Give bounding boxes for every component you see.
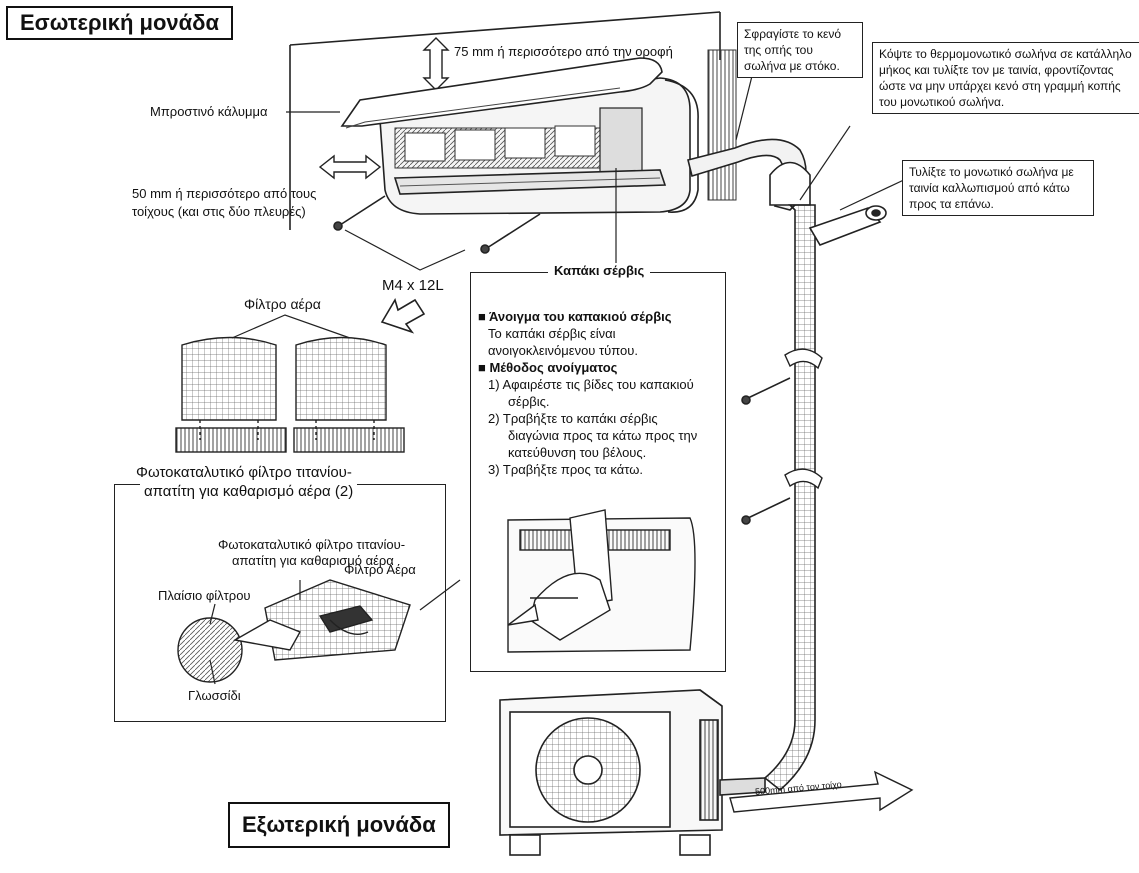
indoor-unit-title: Εσωτερική μονάδα: [6, 6, 234, 40]
service-cover-instructions: ■ Άνοιγμα του καπακιού σέρβις Το καπάκι …: [478, 308, 718, 478]
air-filter-label: Φίλτρο αέρα: [244, 296, 321, 312]
seal-hole-note: Σφραγίστε το κενό της οπής του σωλήνα με…: [737, 22, 863, 78]
leader-lines: [286, 75, 909, 264]
open-cover-header: ■ Άνοιγμα του καπακιού σέρβις: [478, 309, 672, 324]
air-filter-arrow: [380, 298, 426, 334]
outdoor-unit-title: Εξωτερική μονάδα: [228, 802, 450, 848]
filter-frame-label: Πλαίσιο φίλτρου: [158, 588, 251, 603]
wrap-tape-note: Τυλίξτε το μονωτικό σωλήνα με ταινία καλ…: [902, 160, 1094, 216]
screw-size-label: M4 x 12L: [382, 277, 444, 294]
filter-air-filter-label: Φίλτρο Αέρα: [344, 562, 416, 577]
filter-panel-title-1: Φωτοκαταλυτικό φίλτρο τιτανίου-: [132, 463, 356, 482]
filter-inner-label-1: Φωτοκαταλυτικό φίλτρο τιτανίου-: [218, 537, 406, 552]
step-1a: 1) Αφαιρέστε τις βίδες του καπακιού: [488, 377, 694, 392]
step-3: 3) Τραβήξτε προς τα κάτω.: [488, 462, 643, 477]
screw-leader: [344, 229, 466, 271]
filter-tab-label: Γλωσσίδι: [188, 688, 241, 703]
opening-method-header: ■ Μέθοδος ανοίγματος: [478, 360, 618, 375]
cut-insulation-note: Κόψτε το θερμομονωτικό σωλήνα σε κατάλλη…: [872, 42, 1139, 114]
front-cover-label: Μπροστινό κάλυμμα: [150, 104, 268, 119]
pipe-clamps: [784, 348, 823, 490]
filter-panel-title-2: απατίτη για καθαρισμό αέρα (2): [140, 482, 358, 501]
step-2b: διαγώνια προς τα κάτω προς την: [508, 428, 698, 443]
service-cover-title: Καπάκι σέρβις: [548, 263, 651, 278]
step-2c: κατεύθυνση του βέλους.: [508, 445, 647, 460]
decoration-tape-roll: [808, 205, 887, 246]
ceiling-clearance-arrow: [422, 37, 450, 91]
filter-inner-label-2: απατίτη για καθαρισμό αέρα: [232, 553, 394, 568]
open-cover-text-1: Το καπάκι σέρβις είναι: [488, 326, 616, 341]
service-cover-drawing: [507, 509, 696, 653]
step-1b: σέρβις.: [508, 394, 550, 409]
filter-cleaning-drawing: [177, 579, 411, 683]
filter-panel-leaders: [209, 579, 461, 685]
step-2a: 2) Τραβήξτε το καπάκι σέρβις: [488, 411, 658, 426]
open-cover-text-2: ανοιγοκλεινόμενου τύπου.: [488, 343, 638, 358]
wall-screws: [333, 195, 791, 525]
side-clearance-arrow: [318, 154, 382, 180]
side-clearance-label-2: τοίχους (και στις δύο πλευρές): [132, 204, 306, 219]
wall-distance-arrow: [729, 770, 914, 813]
outdoor-unit: [499, 689, 766, 856]
air-filter-bracket: [231, 314, 351, 339]
side-clearance-label-1: 50 mm ή περισσότερο από τους: [132, 186, 317, 201]
ceiling-clearance-label: 75 mm ή περισσότερο από την οροφή: [454, 44, 673, 59]
wall-sleeve: [707, 49, 737, 201]
indoor-unit: [340, 57, 699, 215]
air-filter-drawings: [175, 336, 405, 453]
